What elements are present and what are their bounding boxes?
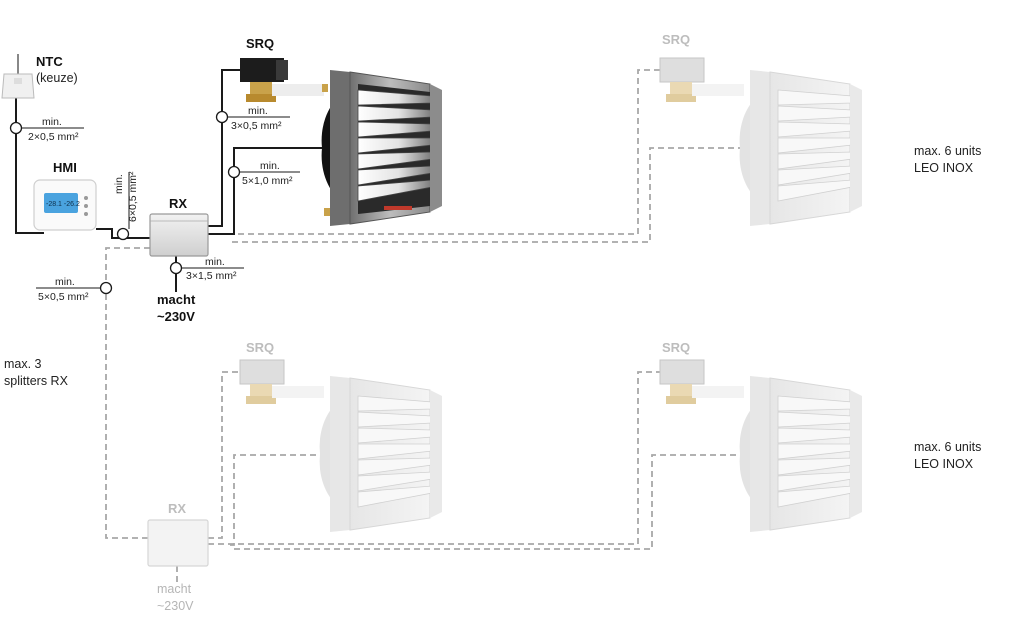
rx-secondary-power-line1: macht (157, 582, 192, 596)
rx-main-title: RX (169, 196, 187, 211)
srq-cable-min: min. (248, 105, 268, 117)
srq-main-valve (240, 58, 324, 102)
rx-main-power-line1: macht (157, 292, 196, 307)
heater-main (321, 70, 442, 226)
rx-secondary-title: RX (168, 501, 186, 516)
note-left-line1: max. 3 (4, 357, 42, 371)
hmi-cable-spec: 6×0,5 mm² (127, 171, 139, 222)
hmi-controller (33, 179, 97, 231)
srq-cable-spec: 3×0,5 mm² (231, 120, 282, 132)
hmi-cable-min: min. (113, 174, 125, 194)
srq-faded-bottom-right (659, 359, 744, 404)
solid-wires (15, 69, 322, 292)
note-left-line2: splitters RX (4, 374, 69, 388)
note-top-right-line2: LEO INOX (914, 161, 974, 175)
note-bottom-right-line2: LEO INOX (914, 457, 974, 471)
srq-faded-bottom-left-title: SRQ (246, 340, 274, 355)
srq-faded-top-right (659, 57, 744, 102)
cable-markers (9, 110, 241, 295)
heater-faded-bottom-left (319, 376, 442, 532)
ntc-cable-spec: 2×0,5 mm² (28, 131, 79, 143)
rx-power-cable-min: min. (205, 256, 225, 268)
ntc-cable-min: min. (42, 116, 62, 128)
srq-faded-top-right-title: SRQ (662, 32, 690, 47)
ntc-subtitle: (keuze) (36, 71, 78, 85)
rx-main-box (149, 213, 209, 257)
heater-cable-min: min. (260, 160, 280, 172)
note-bottom-right-line1: max. 6 units (914, 440, 981, 454)
ntc-title: NTC (36, 54, 63, 69)
hmi-display: -28.1 -26.2 (46, 201, 80, 208)
note-top-right-line1: max. 6 units (914, 144, 981, 158)
heater-cable-spec: 5×1,0 mm² (242, 175, 293, 187)
srq-faded-bottom-left (239, 359, 324, 404)
srq-faded-bottom-right-title: SRQ (662, 340, 690, 355)
splitter-cable-min: min. (55, 276, 75, 288)
ntc-sensor (1, 54, 35, 99)
srq-main-title: SRQ (246, 36, 274, 51)
heater-faded-top-right (739, 70, 862, 226)
heater-faded-bottom-right (739, 376, 862, 532)
hmi-title: HMI (53, 160, 77, 175)
splitter-cable-spec: 5×0,5 mm² (38, 291, 89, 303)
rx-power-cable-spec: 3×1,5 mm² (186, 270, 237, 282)
cable-underlines (22, 116, 300, 289)
dashed-wires (105, 69, 740, 583)
rx-secondary-box (147, 519, 209, 567)
rx-main-power-line2: ~230V (157, 309, 195, 324)
rx-secondary-power-line2: ~230V (157, 599, 194, 613)
